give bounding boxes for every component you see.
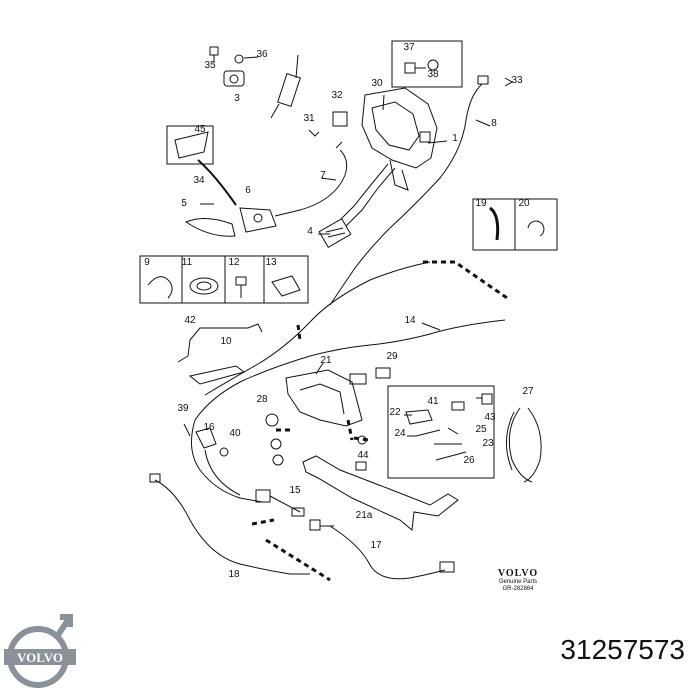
callout-21a: 21a (356, 510, 373, 521)
callout-36: 36 (256, 49, 268, 60)
pedal-lever-4 (318, 163, 396, 248)
callout-20: 20 (518, 198, 530, 209)
inset-box-37-38 (391, 40, 463, 88)
cable-17 (329, 525, 446, 580)
brand-name: VOLVO (497, 568, 539, 579)
callout-15: 15 (289, 485, 301, 496)
callout-14: 14 (404, 315, 416, 326)
crossbar-21a (302, 455, 459, 531)
inset-box-45 (166, 125, 214, 165)
callout-18: 18 (228, 569, 240, 580)
callout-40: 40 (229, 428, 241, 439)
callout-39: 39 (177, 403, 189, 414)
callout-38: 38 (427, 69, 439, 80)
cable-18 (154, 479, 310, 575)
callout-16: 16 (203, 422, 215, 433)
callout-13: 13 (265, 257, 277, 268)
callout-7: 7 (320, 170, 326, 181)
inset-box-22-43 (387, 385, 495, 479)
callout-28: 28 (256, 394, 268, 405)
callout-6: 6 (245, 185, 251, 196)
gas-strut (270, 54, 301, 119)
callout-5: 5 (181, 198, 187, 209)
brand-sub-line1: Genuine Parts (498, 579, 538, 585)
callout-34: 34 (193, 175, 205, 186)
callout-44: 44 (357, 450, 369, 461)
cable-guide-dashed (251, 260, 511, 582)
callout-26: 26 (463, 455, 475, 466)
callout-42: 42 (184, 315, 196, 326)
brake-shoes-27 (506, 407, 542, 483)
callout-8: 8 (491, 118, 497, 129)
callout-11: 11 (182, 257, 193, 268)
logo-text: VOLVO (17, 650, 63, 665)
callout-12: 12 (228, 257, 240, 268)
callout-19: 19 (475, 198, 487, 209)
equalizer-21 (265, 367, 391, 471)
volvo-logo: VOLVO (4, 614, 76, 688)
callout-41: 41 (427, 396, 439, 407)
callout-45: 45 (194, 124, 206, 135)
inset-box-9-13 (139, 255, 309, 304)
callout-32: 32 (331, 90, 343, 101)
callout-22: 22 (389, 407, 401, 418)
callout-29: 29 (386, 351, 398, 362)
callout-25: 25 (475, 424, 487, 435)
brand-sub-line2: GR-282864 (502, 586, 534, 592)
callout-10: 10 (220, 336, 232, 347)
callout-43: 43 (484, 412, 496, 423)
volvo-brand-block: VOLVO Genuine Parts GR-282864 (478, 568, 558, 593)
callout-35: 35 (204, 60, 216, 71)
callout-21: 21 (320, 355, 332, 366)
callout-30: 30 (371, 78, 383, 89)
callout-27: 27 (522, 386, 534, 397)
pedal-bracket-1 (361, 87, 438, 191)
callout-31: 31 (303, 113, 315, 124)
callout-1: 1 (452, 133, 458, 144)
release-handle-6 (174, 131, 277, 237)
callout-9: 9 (144, 257, 150, 268)
part-number: 31257573 (560, 634, 685, 665)
callout-24: 24 (394, 428, 406, 439)
callout-37: 37 (403, 42, 415, 53)
callout-23: 23 (482, 438, 494, 449)
cable-7 (274, 149, 348, 217)
callout-4: 4 (307, 226, 313, 237)
bracket-3 (209, 46, 245, 87)
callout-3: 3 (234, 93, 240, 104)
callout-17: 17 (370, 540, 382, 551)
cable-8 (329, 83, 483, 306)
callout-33: 33 (511, 75, 523, 86)
